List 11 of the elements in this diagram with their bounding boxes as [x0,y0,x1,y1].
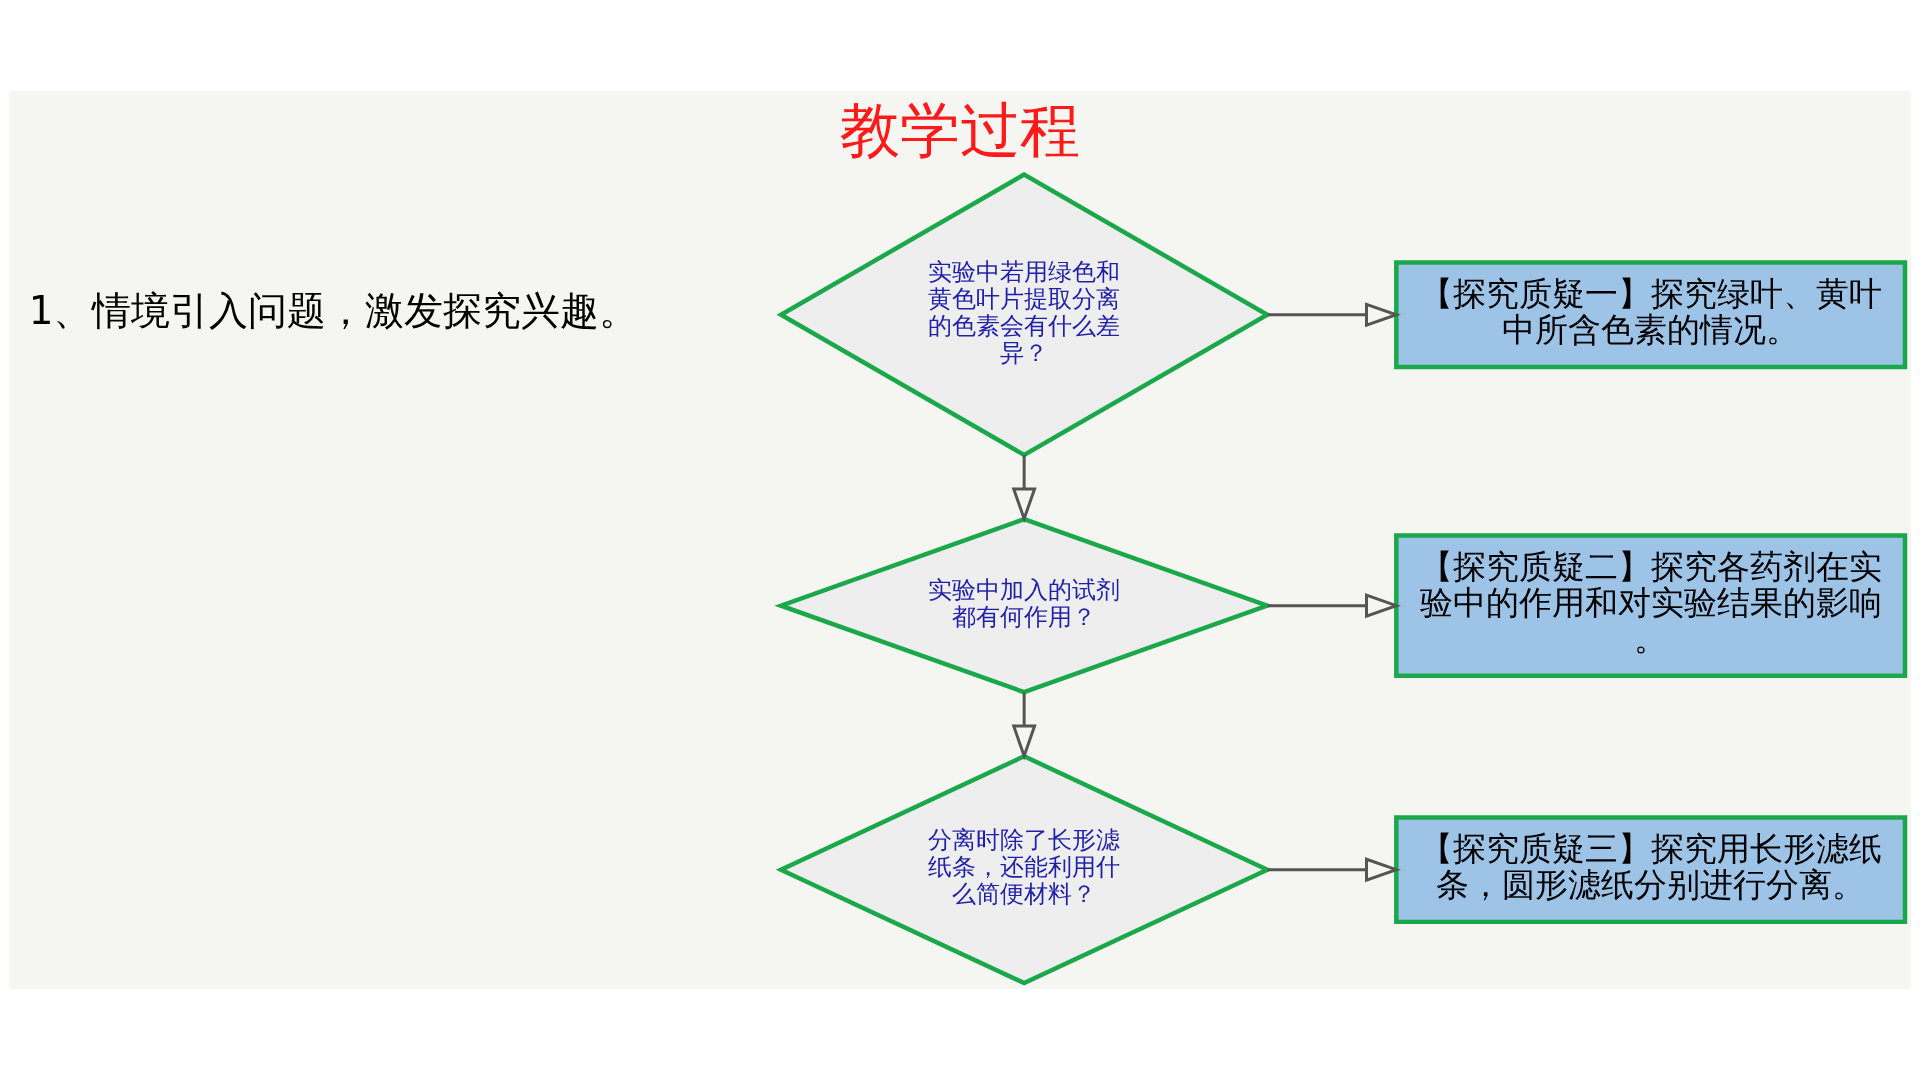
arrow [1267,593,1401,619]
arrow [1011,692,1037,761]
arrow [1267,302,1401,328]
node-box: 【探究质疑二】探究各药剂在实验中的作用和对实验结果的影响。 [1394,533,1908,678]
arrow [1267,857,1401,883]
arrow [1011,455,1037,524]
node-diamond: 实验中若用绿色和黄色叶片提取分离的色素会有什么差异？ [776,171,1272,458]
label: 1、情境引入问题，激发探究兴趣。 [28,288,639,334]
node-box: 【探究质疑三】探究用长形滤纸条，圆形滤纸分别进行分离。 [1394,815,1908,925]
diagram-title: 教学过程 [840,95,1080,165]
node-box: 【探究质疑一】探究绿叶、黄叶中所含色素的情况。 [1394,260,1908,370]
